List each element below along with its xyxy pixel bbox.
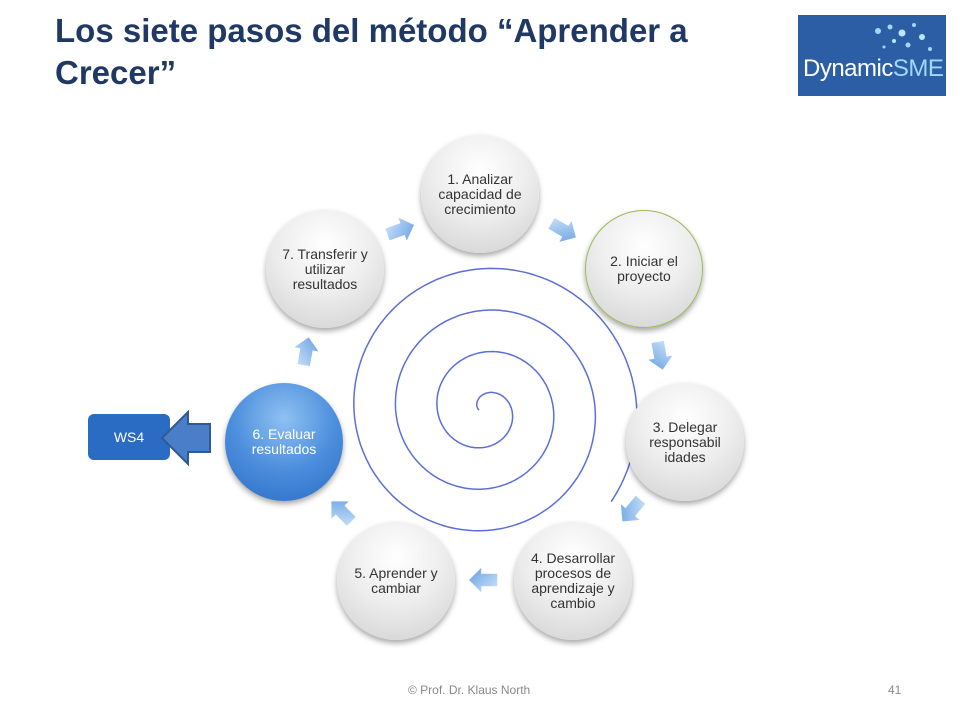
logo-text: DynamicSME [803, 55, 944, 82]
step-1: 1. Analizar capacidad de crecimiento [421, 135, 539, 253]
connector-arrow-6 [329, 499, 358, 528]
footer-copyright: © Prof. Dr. Klaus North [408, 683, 531, 697]
connector-arrow-7 [290, 335, 322, 368]
dynamic-sme-logo: DynamicSME [798, 15, 946, 96]
logo-dots-icon [875, 23, 932, 51]
step-6: 6. Evaluar resultados [225, 383, 343, 501]
connector-arrow-4 [619, 493, 648, 524]
connector-arrow-2 [546, 215, 578, 245]
ws4-badge: WS4 [88, 414, 170, 460]
connector-arrow-1 [383, 214, 417, 245]
step-3: 3. Delegar responsabil idades [626, 383, 744, 501]
slide-title: Los siete pasos del método “Aprender a C… [55, 12, 688, 91]
connector-arrow-5 [466, 564, 499, 596]
step-5: 5. Aprender y cambiar [337, 522, 455, 640]
step-7: 7. Transferir y utilizar resultados [266, 210, 384, 328]
step-4: 4. Desarrollar procesos de aprendizaje y… [514, 522, 632, 640]
page-number: 41 [888, 683, 902, 697]
left-arrow-icon [160, 410, 211, 466]
connector-arrow-3 [644, 339, 676, 372]
spiral-line [353, 267, 638, 532]
step-2: 2. Iniciar el proyecto [585, 210, 703, 328]
